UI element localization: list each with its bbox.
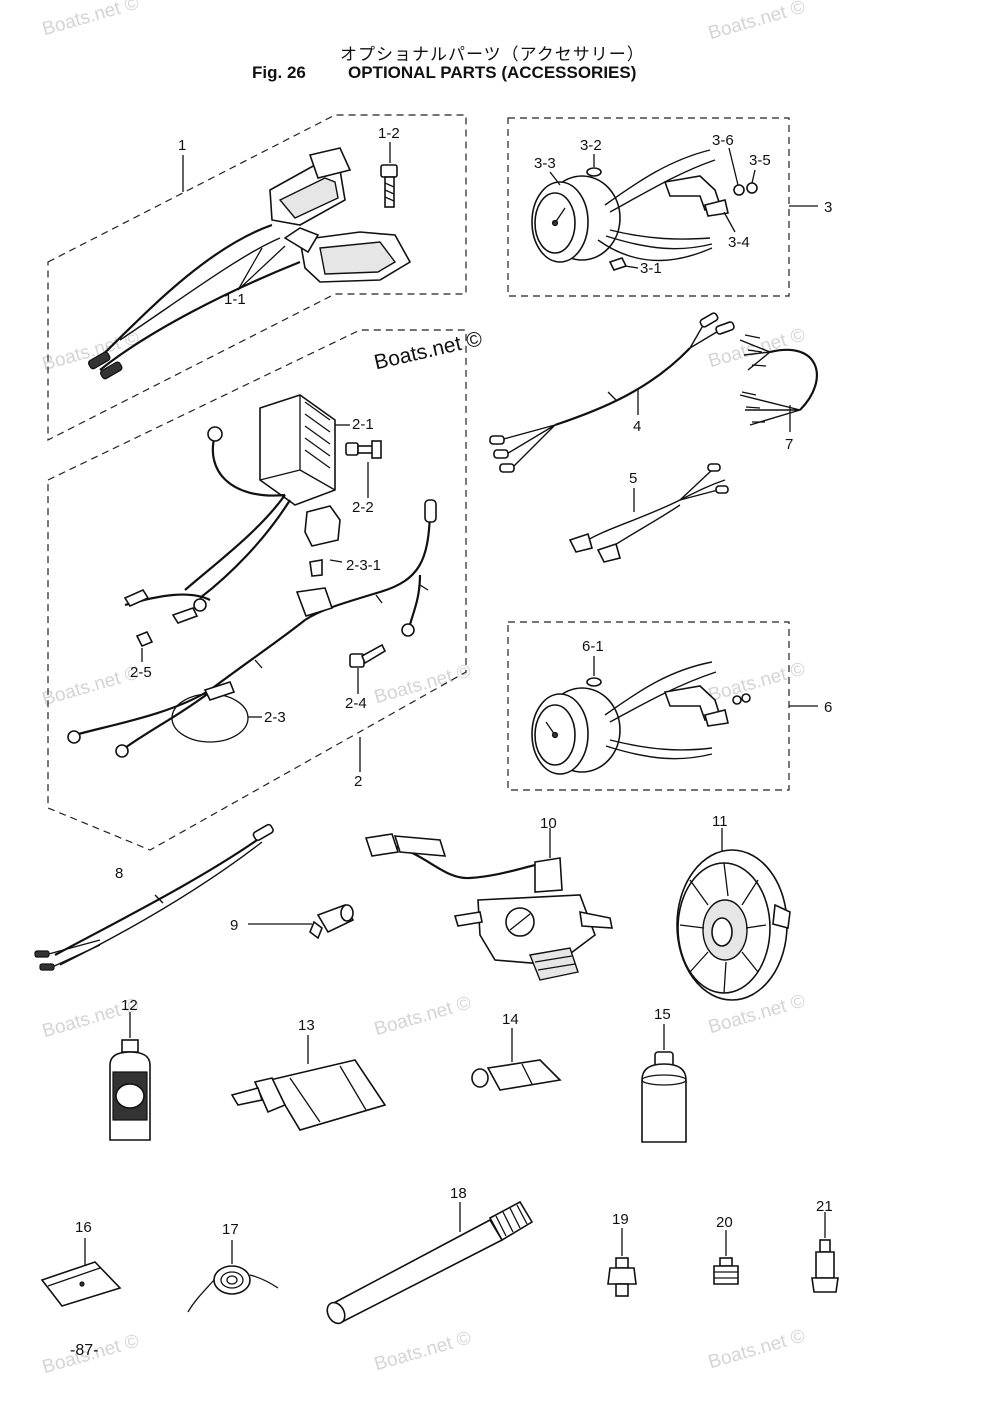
- part-2-3-harness: [67, 499, 437, 758]
- callout-17: 17: [222, 1221, 239, 1238]
- part-6-1-washer: [586, 677, 602, 687]
- part-19-fitting: [607, 1257, 637, 1297]
- part-2-2-bolt: [345, 440, 382, 459]
- callout-3: 3: [824, 199, 832, 216]
- part-18-shaft: [326, 1200, 534, 1325]
- part-3-2-washer: [586, 167, 602, 177]
- part-1-1-coils: [87, 147, 412, 380]
- callout-4: 4: [633, 418, 641, 435]
- callout-2-3-1: 2-3-1: [346, 557, 381, 574]
- part-3-3-meter: [531, 149, 729, 263]
- part-13-grease-tube: [230, 1059, 387, 1131]
- callout-11: 11: [712, 813, 728, 830]
- callout-1-1: 1-1: [224, 291, 246, 308]
- callout-1: 1: [178, 137, 186, 154]
- callout-2-2: 2-2: [352, 499, 374, 516]
- part-2-4-bolt: [349, 643, 387, 668]
- callout-3-6: 3-6: [712, 132, 734, 149]
- callout-3-4: 3-4: [728, 234, 750, 251]
- part-2-1-rectifier: [184, 394, 336, 599]
- callout-18: 18: [450, 1185, 467, 1202]
- callout-3-5: 3-5: [749, 152, 771, 169]
- figure-label: Fig. 26: [252, 63, 306, 82]
- callout-12: 12: [121, 997, 138, 1014]
- group-2-boundary: [47, 329, 467, 851]
- part-21-valve: [811, 1239, 839, 1293]
- callout-3-3: 3-3: [534, 155, 556, 172]
- part-16-patch: [40, 1261, 122, 1307]
- callout-15: 15: [654, 1006, 671, 1023]
- part-5-harness: [568, 463, 729, 563]
- callout-2-1: 2-1: [352, 416, 374, 433]
- callout-14: 14: [502, 1011, 519, 1028]
- part-1-2-bolt: [380, 164, 398, 208]
- part-8-harness: [34, 823, 274, 971]
- callout-2-3: 2-3: [264, 709, 286, 726]
- part-15-spray-can: [641, 1051, 687, 1143]
- callout-6-1: 6-1: [582, 638, 604, 655]
- part-3-5-nut: [746, 182, 758, 194]
- callout-10: 10: [540, 815, 557, 832]
- diagram-title: OPTIONAL PARTS (ACCESSORIES): [348, 63, 637, 82]
- callout-5: 5: [629, 470, 637, 487]
- callout-2-4: 2-4: [345, 695, 367, 712]
- part-2-5-plug: [135, 630, 154, 648]
- callout-2: 2: [354, 773, 362, 790]
- group-3-boundary: [507, 117, 790, 297]
- callout-8: 8: [115, 865, 123, 882]
- callout-7: 7: [785, 436, 793, 453]
- callout-2-5: 2-5: [130, 664, 152, 681]
- callout-9: 9: [230, 917, 238, 934]
- callout-6: 6: [824, 699, 832, 716]
- japanese-title: オプショナルパーツ（アクセサリー）: [340, 45, 645, 65]
- part-7-harness: [739, 334, 818, 426]
- callout-20: 20: [716, 1214, 733, 1231]
- callout-3-2: 3-2: [580, 137, 602, 154]
- callout-13: 13: [298, 1017, 315, 1034]
- callout-3-1: 3-1: [640, 260, 662, 277]
- callout-21: 21: [816, 1198, 833, 1215]
- callout-19: 19: [612, 1211, 629, 1228]
- part-11-flywheel: [676, 849, 791, 1001]
- part-20-fitting: [713, 1257, 739, 1285]
- part-2-3-1-relay: [304, 505, 341, 577]
- part-17-spring: [187, 1265, 279, 1313]
- part-10-fuel-pump: [364, 833, 613, 981]
- part-6-meter: [531, 661, 751, 775]
- callout-16: 16: [75, 1219, 92, 1236]
- part-3-1-bulb: [608, 257, 628, 271]
- group-1-boundary: [47, 114, 467, 441]
- page-number: -87-: [70, 1342, 99, 1359]
- callout-1-2: 1-2: [378, 125, 400, 142]
- part-4-harness: [489, 312, 735, 473]
- part-3-6-washer: [733, 184, 745, 196]
- part-14-small-tube: [471, 1059, 562, 1091]
- part-9-fitting: [309, 904, 355, 940]
- part-12-oil-bottle: [109, 1039, 151, 1141]
